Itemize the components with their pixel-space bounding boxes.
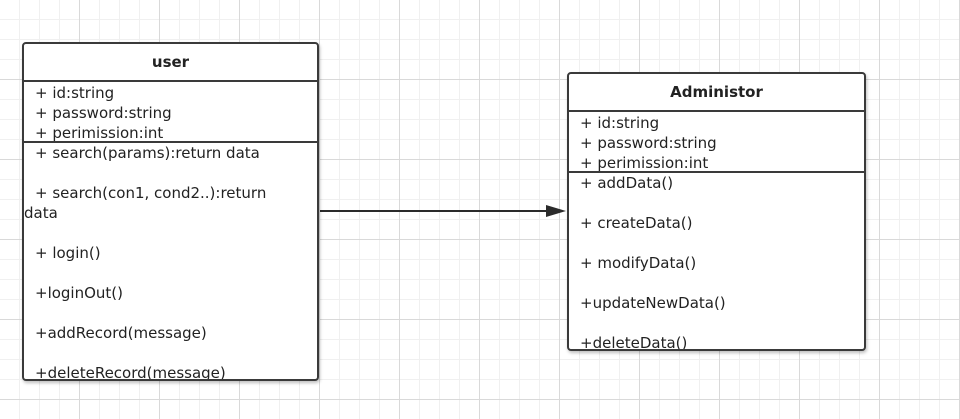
method: + addData() [580,174,674,192]
method: + search(con1, cond2..):return [35,184,267,202]
methods-section: + search(params):return data + search(co… [24,143,317,381]
attribute: + id:string [35,84,115,102]
attribute: + perimission:int [580,154,709,172]
method: + createData() [580,214,693,232]
method: +loginOut() [35,284,124,302]
method: + modifyData() [580,254,697,272]
method-continuation: data [24,204,58,222]
attributes-section: + id:string + password:string + perimiss… [569,112,864,173]
class-user[interactable]: user + id:string + password:string + per… [22,42,319,381]
method: + search(params):return data [35,144,260,162]
attribute: + password:string [580,134,717,152]
arrow-head [546,205,566,217]
method: +addRecord(message) [35,324,207,342]
method: +deleteRecord(message) [35,364,226,381]
class-title: Administor [569,74,864,112]
class-title: user [24,44,317,82]
attributes-section: + id:string + password:string + perimiss… [24,82,317,143]
method: +updateNewData() [580,294,726,312]
attribute: + password:string [35,104,172,122]
class-administor[interactable]: Administor + id:string + password:string… [567,72,866,351]
methods-section: + addData() + createData() + modifyData(… [569,173,864,351]
method: +deleteData() [580,334,688,351]
method: + login() [35,244,101,262]
attribute: + id:string [580,114,660,132]
attribute: + perimission:int [35,124,164,142]
